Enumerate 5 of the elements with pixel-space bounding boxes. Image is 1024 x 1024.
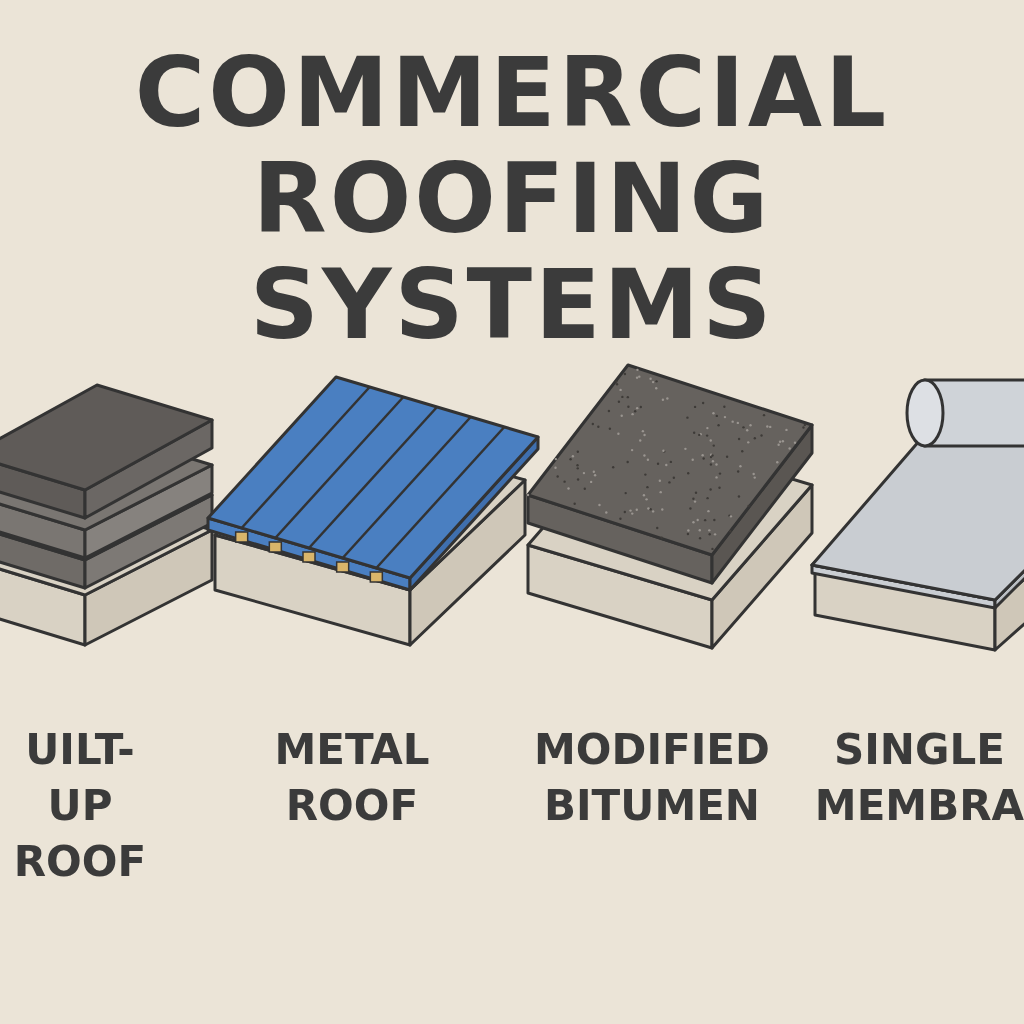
title: COMMERCIAL ROOFING SYSTEMS [133,40,891,358]
roof-type-label: UILT-UP ROOF [13,724,147,888]
roof-type-label: MODIFIED BITUMEN [534,724,770,832]
roof-type-label: METAL ROOF [274,724,430,832]
roof-type-label: SINGLE MEMBRA [814,724,1024,832]
